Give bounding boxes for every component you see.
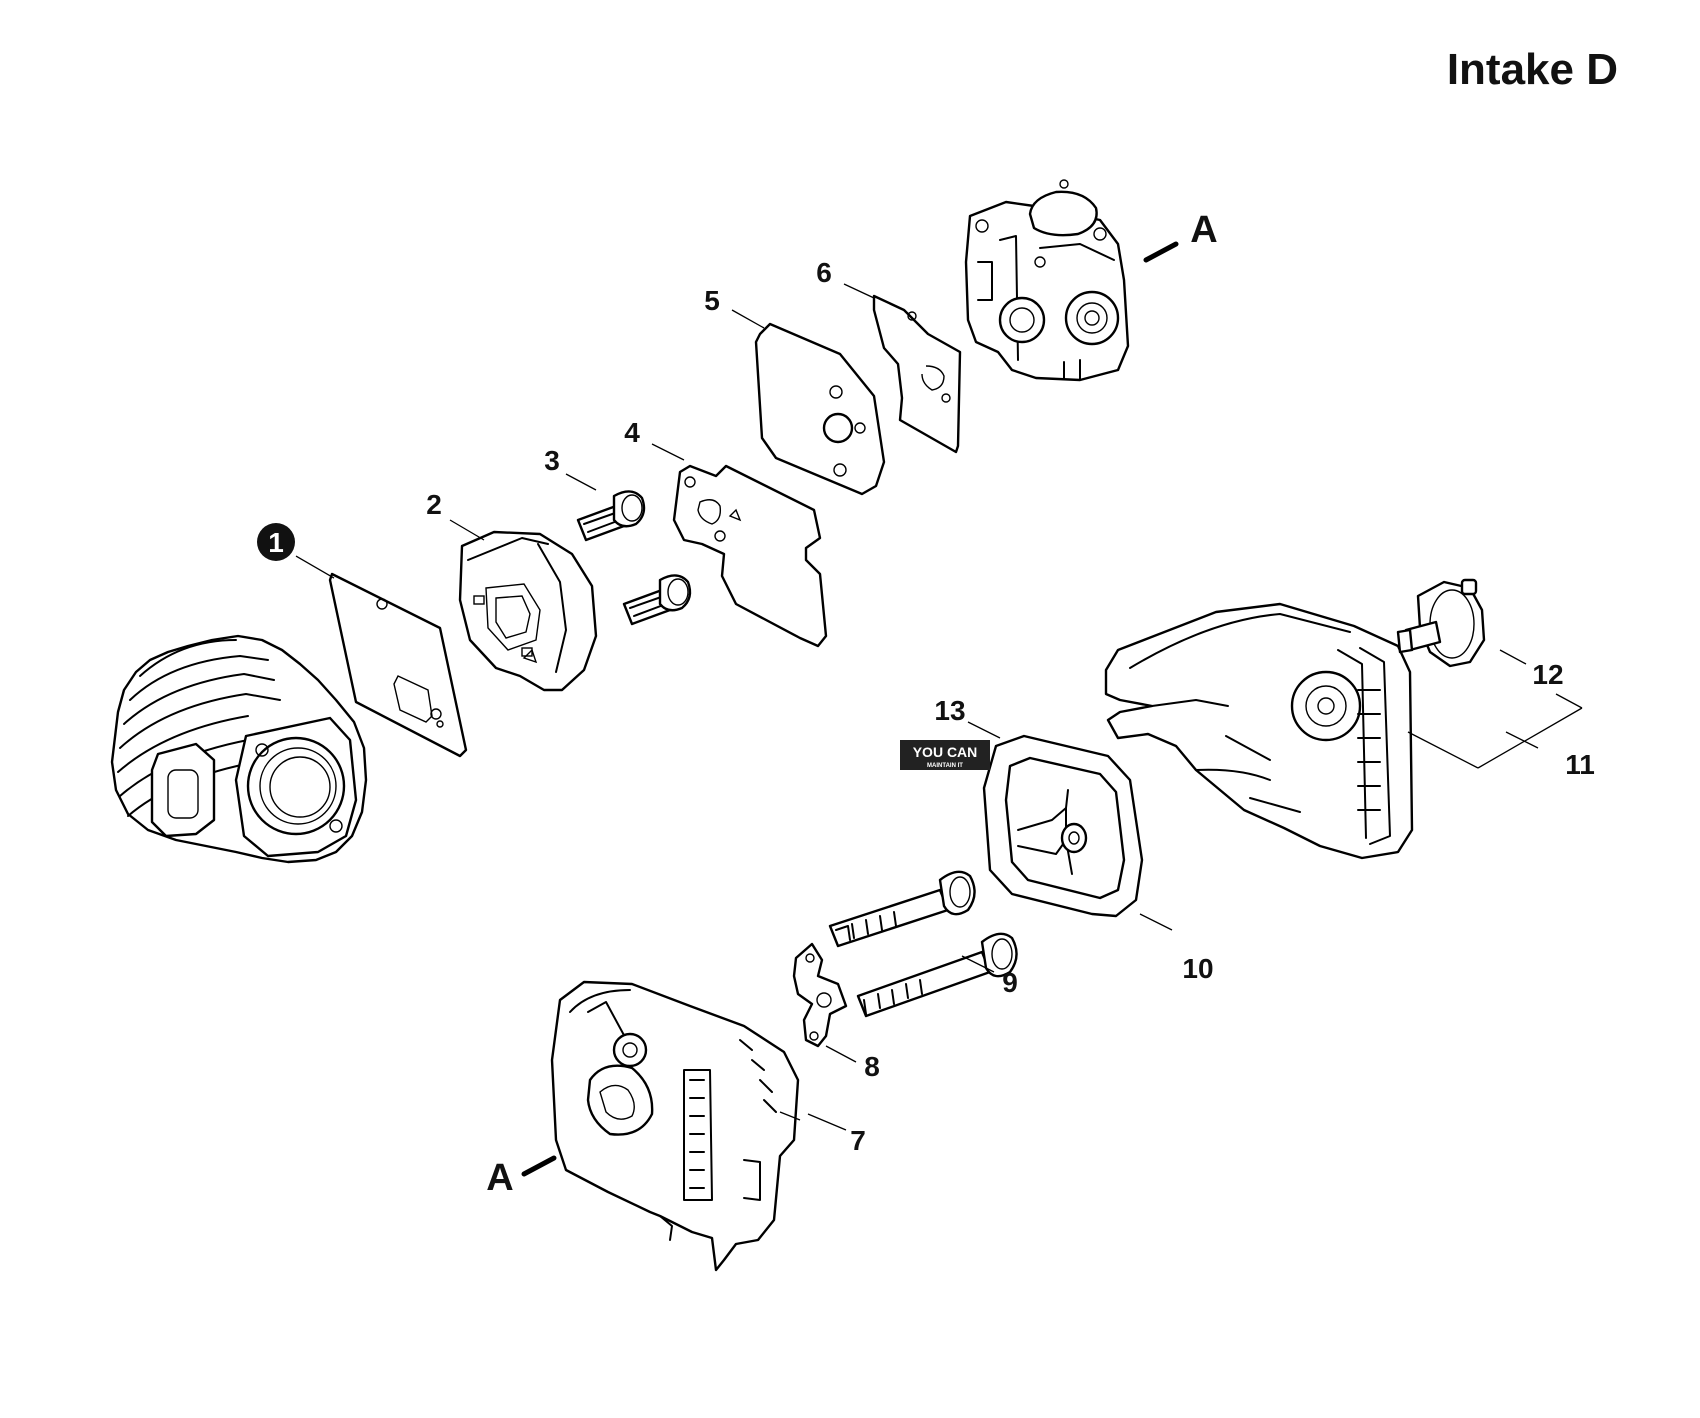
callout-11: 11 [1565,749,1595,780]
svg-text:YOU CAN: YOU CAN [913,744,978,760]
callout-12: 12 [1532,659,1563,690]
gasket-1 [328,572,468,758]
bracket-8 [792,942,848,1048]
leader-lines [295,241,1583,1177]
callout-3: 3 [544,445,560,476]
bolt-icon [828,870,976,948]
circled-1-icon: 1 [257,523,295,561]
callout-9: 9 [1002,967,1018,998]
plate-5 [754,322,886,496]
air-filter-icon [982,734,1144,918]
carburetor-icon [964,179,1130,382]
callout-1: 1 [268,527,284,558]
callout-6: 6 [816,257,832,288]
page-title: Intake D [1447,45,1618,94]
callout-8: 8 [864,1051,880,1082]
cylinder-icon [110,634,368,864]
bolt-icon [856,932,1018,1018]
insulator-2 [458,530,598,692]
callout-10: 10 [1182,953,1213,984]
bolt-icon [622,574,692,626]
filter-base-7 [550,980,800,1272]
air-filter-case-11 [1104,602,1414,860]
callout-2: 2 [426,489,442,520]
callout-4: 4 [624,417,640,448]
bolt-icon [576,490,646,542]
reference-mark-a-bottom: A [486,1157,513,1199]
callout-7: 7 [850,1125,866,1156]
svg-text:MAINTAIN IT: MAINTAIN IT [927,763,963,769]
gasket-6 [872,294,962,454]
callout-5: 5 [704,285,720,316]
reference-mark-a-top: A [1190,209,1217,251]
primer-12 [1396,578,1486,668]
callout-13: 13 [934,695,965,726]
gasket-4 [672,464,828,648]
watermark-logo: YOU CAN MAINTAIN IT [900,740,990,770]
